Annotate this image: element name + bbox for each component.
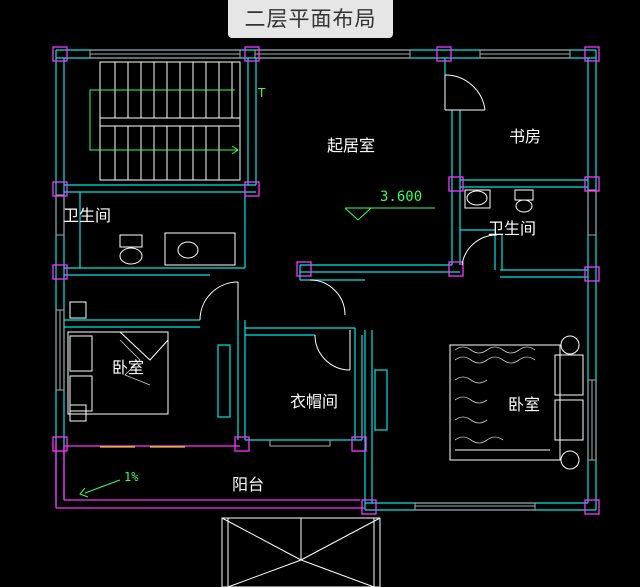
room-label-study: 书房 [509, 127, 542, 146]
slope-arrow [79, 479, 121, 498]
entrance-canopy [221, 517, 381, 587]
room-label-bedroom-left: 卧室 [112, 358, 145, 377]
fixtures [67, 189, 584, 470]
windows [55, 49, 597, 511]
columns [52, 46, 600, 515]
room-label-balcony: 阳台 [232, 475, 265, 494]
balcony-outline [55, 440, 365, 509]
interior-walls [64, 58, 588, 510]
stair-arrow [89, 89, 239, 155]
room-label-bath-right: 卫生间 [488, 219, 537, 238]
elevation-value: 3.600 [380, 189, 423, 205]
room-label-bath-left: 卫生间 [63, 206, 112, 225]
staircase [99, 61, 241, 181]
elevation-marker [344, 207, 435, 221]
bed-quilt [119, 339, 536, 444]
room-label-closet: 衣帽间 [290, 392, 339, 411]
room-label-bedroom-right: 卧室 [508, 395, 541, 414]
title-tab [228, 0, 393, 38]
slope-value: 1% [124, 470, 139, 484]
room-label-living: 起居室 [327, 136, 376, 155]
plan-title: 二层平面布局 [244, 7, 377, 31]
stair-mark: T [258, 86, 266, 100]
doors [199, 74, 498, 371]
